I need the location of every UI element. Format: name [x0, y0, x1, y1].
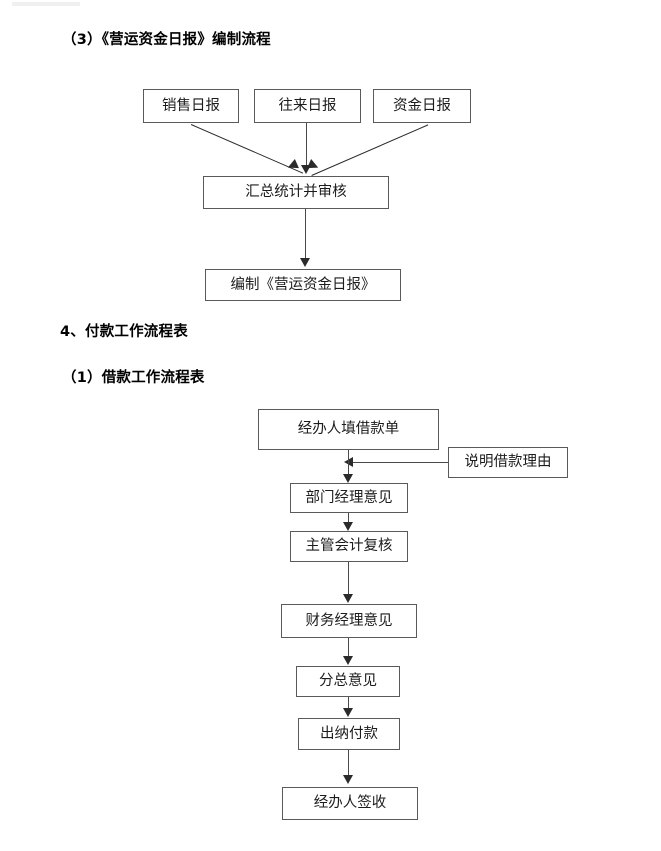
connector-financemanager-to-general: [348, 638, 350, 658]
flow-node-finance-manager-opinion: 财务经理意见: [281, 604, 417, 638]
arrowhead-chiefaccountant-to-financemanager: [343, 594, 353, 603]
arrowhead-summary-to-compile: [300, 258, 310, 267]
arrowhead-fillform-to-deptmanager: [343, 474, 353, 483]
flow-node-department-manager-opinion: 部门经理意见: [290, 483, 408, 513]
connector-summary-to-compile: [305, 209, 307, 261]
connector-current-to-summary: [306, 123, 308, 167]
flow-node-summary-and-review: 汇总统计并审核: [203, 176, 389, 209]
flow-node-applicant-fills-loan-form: 经办人填借款单: [258, 409, 439, 450]
arrowhead-cashier-to-receipt: [343, 775, 353, 784]
page-heading-payment-workflow: 4、付款工作流程表: [60, 324, 188, 340]
flow-node-compile-operating-funds-report: 编制《营运资金日报》: [205, 269, 401, 301]
flow-node-applicant-signs-receipt: 经办人签收: [282, 787, 418, 820]
flow-node-sales-daily-report: 销售日报: [143, 89, 239, 123]
flow-node-state-loan-reason: 说明借款理由: [448, 447, 568, 478]
connector-fillform-to-deptmanager: [348, 450, 350, 476]
connector-cashier-to-receipt: [348, 750, 350, 778]
flow-node-chief-accountant-review: 主管会计复核: [290, 531, 408, 562]
arrowhead-general-to-cashier: [343, 708, 353, 717]
arrowhead-financemanager-to-general: [343, 656, 353, 665]
page-corner-mark: [12, 2, 80, 6]
arrowhead-current-to-summary: [301, 165, 311, 174]
connector-general-to-cashier: [348, 697, 350, 711]
page-heading-loan-workflow: （1）借款工作流程表: [62, 370, 205, 386]
arrowhead-deptmanager-to-chiefaccountant: [343, 522, 353, 531]
flow-node-cashier-payment: 出纳付款: [298, 718, 400, 750]
flow-node-current-account-daily-report: 往来日报: [254, 89, 361, 123]
flow-node-funds-daily-report: 资金日报: [373, 89, 471, 123]
connector-deptmanager-to-chiefaccountant: [348, 513, 350, 525]
connector-reason-to-spine: [352, 462, 448, 464]
connector-funds-to-summary: [311, 124, 429, 176]
page-heading-operating-funds-daily-report: （3）《营运资金日报》编制流程: [62, 32, 271, 48]
connector-chiefaccountant-to-financemanager: [348, 562, 350, 597]
flow-node-general-opinion: 分总意见: [296, 666, 400, 697]
